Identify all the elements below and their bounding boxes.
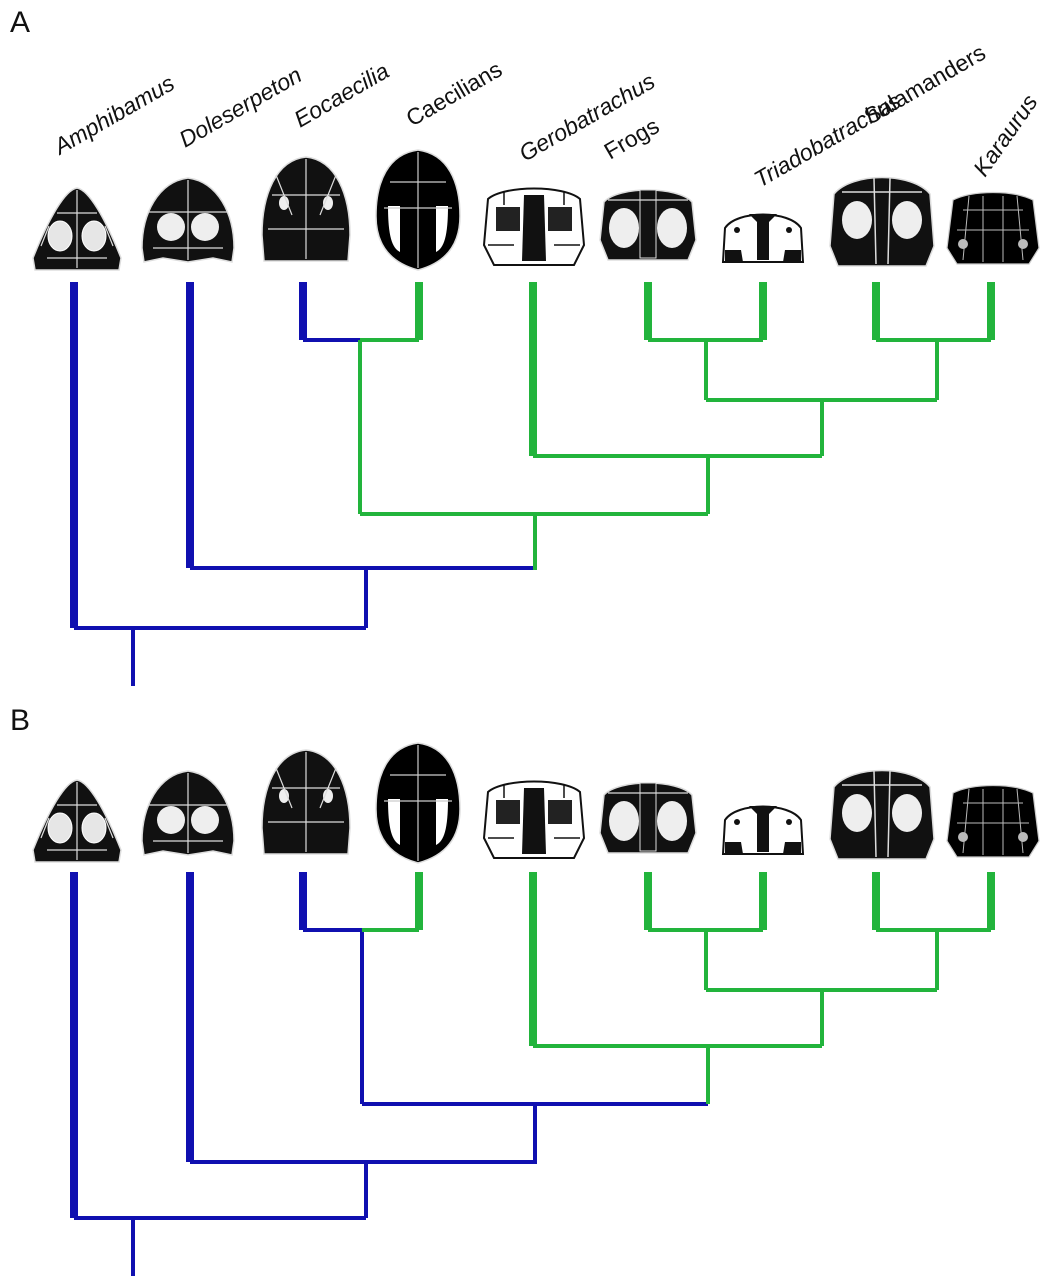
skull-icon <box>946 784 1040 858</box>
taxon-label-gerobatrachus: Gerobatrachus <box>515 67 660 166</box>
skull-icon <box>829 176 935 267</box>
skull-icon <box>261 156 351 262</box>
phylogenetic-tree-a <box>70 282 995 686</box>
skull-icon <box>599 782 697 854</box>
skull-row-a <box>32 149 1040 271</box>
panel-label-a: A <box>10 6 31 39</box>
skull-icon <box>375 149 461 271</box>
taxon-label-karaurus: Karaurus <box>968 89 1043 181</box>
skull-icon <box>375 742 461 864</box>
skull-icon <box>722 805 804 855</box>
skull-icon <box>141 770 235 856</box>
panel-label-b: B <box>10 704 31 737</box>
taxon-label-amphibamus: Amphibamus <box>48 69 179 160</box>
skull-icon <box>32 779 122 863</box>
skull-icon <box>261 749 351 855</box>
taxon-label-doleserpeton: Doleserpeton <box>175 61 306 152</box>
taxon-labels: Amphibamus Doleserpeton Eocaecilia Caeci… <box>48 39 1043 192</box>
taxon-label-eocaecilia: Eocaecilia <box>290 57 394 132</box>
taxon-label-caecilians: Caecilians <box>402 56 507 132</box>
skull-icon <box>483 187 585 266</box>
skull-icon <box>483 780 585 859</box>
phylogenetic-tree-b <box>70 872 995 1276</box>
skull-icon <box>946 191 1040 265</box>
taxon-label-salamanders: Salamanders <box>860 39 990 129</box>
skull-row-b <box>32 742 1040 864</box>
taxon-label-frogs: Frogs <box>600 112 664 164</box>
skull-icon <box>829 769 935 860</box>
skull-icon <box>32 187 122 271</box>
skull-icon <box>599 189 697 261</box>
skull-icon <box>722 213 804 263</box>
skull-icon <box>141 177 235 263</box>
